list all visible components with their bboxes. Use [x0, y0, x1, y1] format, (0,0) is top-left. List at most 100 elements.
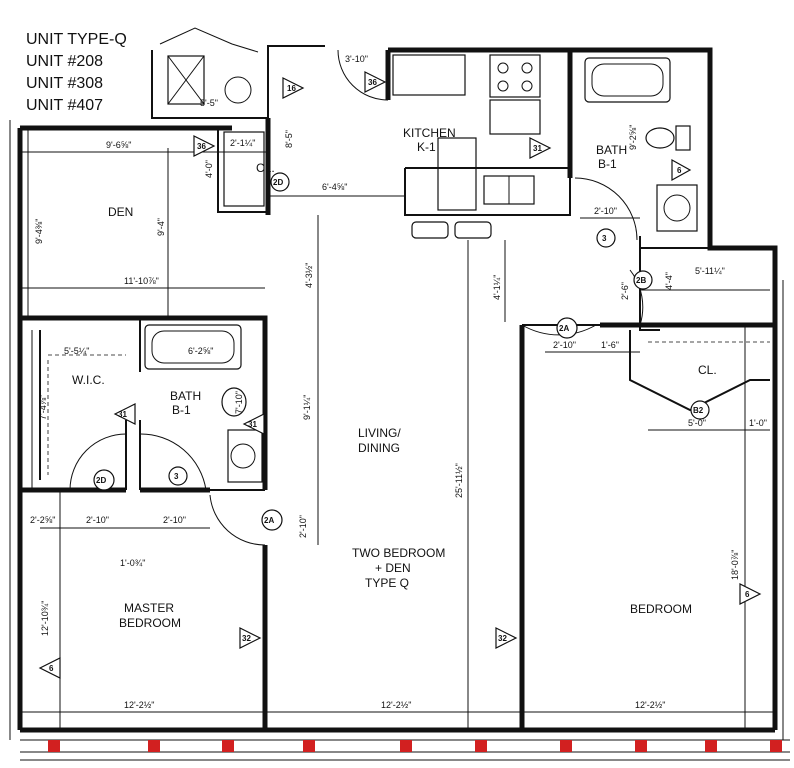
dim-12-10: 12'-10¾" — [40, 601, 50, 636]
callout-triangle — [364, 71, 387, 93]
window-marker — [560, 740, 572, 752]
unit-header: UNIT TYPE-Q UNIT #208 UNIT #308 UNIT #40… — [26, 31, 127, 114]
dim-2-2-5-8: 2'-2⅝" — [30, 515, 55, 525]
window-marker — [635, 740, 647, 752]
vanity-sink — [230, 443, 256, 469]
dim-2-10-vert: 2'-10" — [298, 515, 308, 538]
vestibule-bay — [159, 27, 259, 53]
dim-5-0: 5'-0" — [688, 418, 706, 428]
closet-right-label: CL. — [698, 363, 717, 377]
room-labels: KITCHEN K-1 BATH B-1 DEN CL. W.I.C. BATH… — [72, 126, 717, 630]
callout-6: 6 — [677, 166, 682, 175]
bath-left-door-swing — [139, 433, 207, 491]
dim-4-4: 4'-4" — [664, 272, 674, 290]
callout-32-master: 32 — [242, 634, 251, 643]
callout-6-west: 6 — [49, 664, 54, 673]
dim-2-10-a: 2'-10" — [86, 515, 109, 525]
dim-2-1-4: 2'-1¼" — [230, 138, 255, 148]
bedroom-closet-wall — [629, 330, 770, 412]
bath-top-label: BATH — [596, 143, 627, 157]
door-tag-circle — [168, 466, 188, 486]
bar-stool — [454, 221, 492, 239]
door-tag-2a-living: 2A — [264, 516, 274, 525]
callout-triangle — [495, 627, 518, 649]
living-label-2: DINING — [358, 441, 400, 455]
den-label: DEN — [108, 205, 133, 219]
callout-triangle — [193, 135, 216, 157]
interior-walls — [20, 50, 775, 730]
door-tag-3-bath: 3 — [174, 472, 179, 481]
kitchen-fixtures — [392, 54, 571, 239]
callout-triangle — [739, 583, 762, 605]
dim-5-5-quarter: 5'-5¼" — [64, 346, 89, 356]
plan-label-2: + DEN — [375, 561, 411, 575]
south-windows — [48, 740, 782, 752]
unit-type-label: UNIT TYPE-Q — [26, 31, 127, 48]
callout-triangle — [529, 137, 552, 159]
unit-number-208: UNIT #208 — [26, 53, 103, 70]
toilet-tank — [675, 125, 691, 151]
entry-door-swing — [337, 49, 389, 101]
dimension-lines — [20, 128, 775, 730]
bar-stool — [411, 221, 449, 239]
door-tag-2d-wic: 2D — [96, 476, 106, 485]
dim-5-5: 5'-5" — [200, 98, 218, 108]
dim-9-6: 9'-6⅝" — [106, 140, 131, 150]
vanity — [656, 184, 698, 232]
callout-32-bedroom: 32 — [498, 634, 507, 643]
vanity — [227, 429, 263, 483]
window-marker — [705, 740, 717, 752]
window-marker — [475, 740, 487, 752]
dim-9-1-4: 9'-1¼" — [302, 395, 312, 420]
bath-left-fixtures — [144, 324, 263, 483]
bathtub — [144, 324, 242, 370]
dim-12-2-a: 12'-2½" — [124, 700, 154, 710]
window-marker — [770, 740, 782, 752]
water-heater — [224, 76, 252, 104]
door-tag-2d-den: 2D — [273, 178, 283, 187]
dim-1-0-right: 1'-0" — [749, 418, 767, 428]
dim-4-3-half: 4'-3½" — [304, 263, 314, 288]
door-tag-circle — [690, 400, 710, 420]
callout-6-east: 6 — [745, 590, 750, 599]
dim-18-0: 18'-0⅞" — [730, 550, 740, 580]
toilet — [645, 127, 675, 149]
refrigerator-counter — [392, 54, 466, 96]
bath-left-box — [140, 315, 268, 490]
dim-1-0-3-4: 1'-0¾" — [120, 558, 145, 568]
dim-6-4-5-8: 6'-4⅝" — [322, 182, 347, 192]
callout-31: 31 — [533, 144, 542, 153]
door-tag-circle — [261, 509, 283, 531]
dim-2-6: 2'-6" — [620, 282, 630, 300]
washer-mark — [167, 55, 205, 105]
bathtub-basin — [591, 63, 664, 97]
dim-4-1-4: 4'-1¼" — [492, 275, 502, 300]
bedroom-label: BEDROOM — [630, 602, 692, 616]
dim-2-10-b: 2'-10" — [163, 515, 186, 525]
kitchen-label: KITCHEN — [403, 126, 456, 140]
dim-7-4-7-8: 7'-4⅞" — [38, 395, 48, 420]
plan-label-1: TWO BEDROOM — [352, 546, 445, 560]
bath-south-wall — [639, 236, 710, 249]
toilet — [221, 387, 247, 417]
callout-triangle — [113, 403, 136, 425]
kitchen-counter — [404, 167, 571, 216]
door-tag-circle — [556, 317, 578, 339]
door-swings — [69, 269, 644, 546]
door-tag-2b: 2B — [636, 276, 646, 285]
dim-1-6: 1'-6" — [601, 340, 619, 350]
wic-label: W.I.C. — [72, 373, 105, 387]
dim-3-10-top: 3'-10" — [345, 54, 368, 64]
dim-4-0: 4'-0" — [204, 160, 214, 178]
door-tag-3-kitchen: 3 — [602, 234, 607, 243]
window-marker — [303, 740, 315, 752]
living-label-1: LIVING/ — [358, 426, 401, 440]
dim-9-2-5-8: 9'-2⅝" — [628, 125, 638, 150]
callout-31-wic: 31 — [118, 410, 127, 419]
entry-fixtures — [167, 49, 389, 207]
door-tag-circle — [93, 469, 115, 491]
bathtub — [584, 57, 671, 103]
burner — [521, 62, 533, 74]
wic-door-swing — [69, 433, 127, 491]
